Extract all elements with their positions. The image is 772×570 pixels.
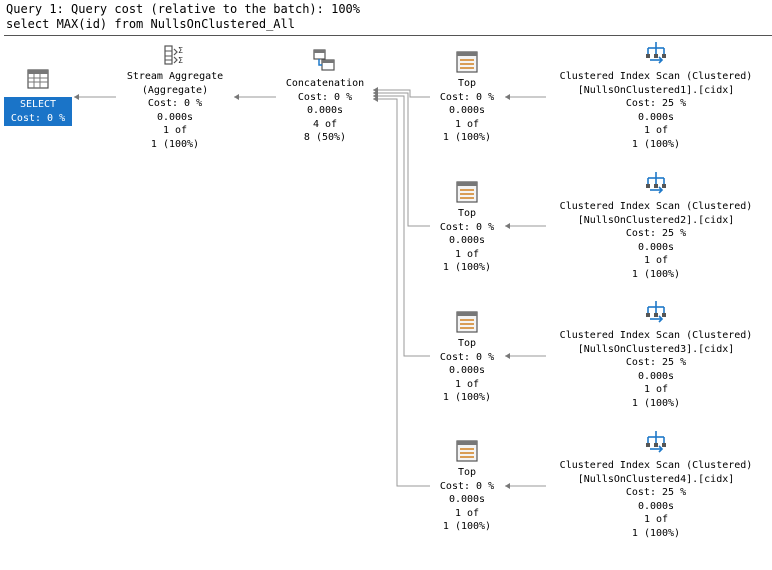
node-cost: Cost: 0 % [439,351,495,363]
node-cost: Cost: 0 % [439,480,495,492]
node-time: 0.000s [448,105,486,116]
node-name: Clustered Index Scan (Clustered) [559,460,753,471]
node-object: [NullsOnClustered4].[cidx] [577,473,735,485]
header-divider [4,35,772,36]
node-rows: 4 of [312,118,338,130]
concatenation-icon[interactable] [312,48,336,72]
arrow-head [505,223,510,229]
clustered-index-scan-icon[interactable] [644,299,668,323]
node-rows: 1 of [643,384,669,395]
arrow-head [234,94,239,100]
node-pct: 1 (100%) [631,527,681,539]
node-name: Clustered Index Scan (Clustered) [559,330,753,341]
node-time: 0.000s [448,235,486,246]
node-time: 0.000s [637,241,675,253]
select-node[interactable]: SELECT Cost: 0 % [4,97,72,126]
node-pct: 1 (100%) [442,392,492,403]
node-pct: 1 (100%) [442,262,492,273]
node-name: Top [457,208,477,219]
query-cost-header: Query 1: Query cost (relative to the bat… [6,2,361,16]
node-cost: Cost: 25 % [625,228,687,239]
top-node-1[interactable]: Top Cost: 0 % 0.000s 1 of 1 (100%) [425,77,509,145]
node-cost: Cost: 0 % [147,98,203,109]
node-time: 0.000s [637,500,675,512]
node-pct: 1 (100%) [150,138,200,150]
table-grid-icon[interactable] [26,67,50,91]
node-cost: Cost: 0 % [439,91,495,103]
node-object: [NullsOnClustered2].[cidx] [577,214,735,226]
node-name: Top [457,467,477,478]
concatenation-node[interactable]: Concatenation Cost: 0 % 0.000s 4 of 8 (5… [270,77,380,145]
node-name: Top [457,338,477,349]
clustered-index-scan-node-3[interactable]: Clustered Index Scan (Clustered) [NullsO… [545,329,767,410]
arrow-head [505,483,510,489]
top-node-3[interactable]: Top Cost: 0 % 0.000s 1 of 1 (100%) [425,337,509,405]
node-time: 0.000s [637,111,675,123]
clustered-index-scan-icon[interactable] [644,429,668,453]
node-time: 0.000s [637,370,675,382]
node-pct: 1 (100%) [442,132,492,143]
node-object: [NullsOnClustered3].[cidx] [577,343,735,355]
node-subname: (Aggregate) [141,84,209,96]
node-name: Stream Aggregate [126,71,224,82]
node-time: 0.000s [448,494,486,505]
clustered-index-scan-icon[interactable] [644,170,668,194]
clustered-index-scan-node-1[interactable]: Clustered Index Scan (Clustered) [NullsO… [545,70,767,151]
top-node-2[interactable]: Top Cost: 0 % 0.000s 1 of 1 (100%) [425,207,509,275]
node-rows: 1 of [643,125,669,136]
node-cost: Cost: 25 % [625,357,687,368]
arrow-head [74,94,79,100]
node-rows: 1 of [643,514,669,525]
node-cost: Cost: 0 % [439,221,495,233]
node-rows: 1 of [454,248,480,260]
clustered-index-scan-node-4[interactable]: Clustered Index Scan (Clustered) [NullsO… [545,459,767,540]
query-text: select MAX(id) from NullsOnClustered_All [6,17,295,31]
arrow-head [505,94,510,100]
node-name: Concatenation [285,78,365,89]
node-cost: Cost: 25 % [625,487,687,498]
node-pct: 1 (100%) [631,397,681,409]
top-icon[interactable] [455,310,479,334]
top-icon[interactable] [455,439,479,463]
clustered-index-scan-node-2[interactable]: Clustered Index Scan (Clustered) [NullsO… [545,200,767,281]
svg-text:Σ: Σ [178,46,183,55]
node-rows: 1 of [162,125,188,136]
node-pct: 1 (100%) [631,268,681,280]
node-time: 0.000s [156,111,194,123]
arrow-head [373,96,378,102]
node-name: Clustered Index Scan (Clustered) [559,201,753,212]
node-rows: 1 of [454,118,480,130]
stream-aggregate-node[interactable]: Stream Aggregate (Aggregate) Cost: 0 % 0… [110,70,240,151]
node-rows: 1 of [643,255,669,266]
top-icon[interactable] [455,180,479,204]
connector-concat-top4 [373,98,430,487]
node-rows: 1 of [454,507,480,519]
node-name: SELECT [19,99,57,110]
top-node-4[interactable]: Top Cost: 0 % 0.000s 1 of 1 (100%) [425,466,509,534]
top-icon[interactable] [455,50,479,74]
connector-concat-top3 [373,95,430,357]
node-rows: 1 of [454,378,480,390]
stream-aggregate-icon[interactable]: Σ Σ [163,43,187,67]
node-cost: Cost: 0 % [297,91,353,103]
node-object: [NullsOnClustered1].[cidx] [577,84,735,96]
connector-concat-top2 [373,92,430,227]
arrow-head [505,353,510,359]
svg-text:Σ: Σ [178,56,183,65]
node-time: 0.000s [448,365,486,376]
node-name: Clustered Index Scan (Clustered) [559,71,753,82]
node-name: Top [457,78,477,89]
node-cost: Cost: 25 % [625,98,687,109]
connector-concat-top1 [373,89,430,98]
node-pct: 8 (50%) [303,132,347,143]
node-pct: 1 (100%) [442,521,492,532]
node-time: 0.000s [306,105,344,116]
node-pct: 1 (100%) [631,138,681,150]
clustered-index-scan-icon[interactable] [644,40,668,64]
node-cost: Cost: 0 % [10,112,66,124]
